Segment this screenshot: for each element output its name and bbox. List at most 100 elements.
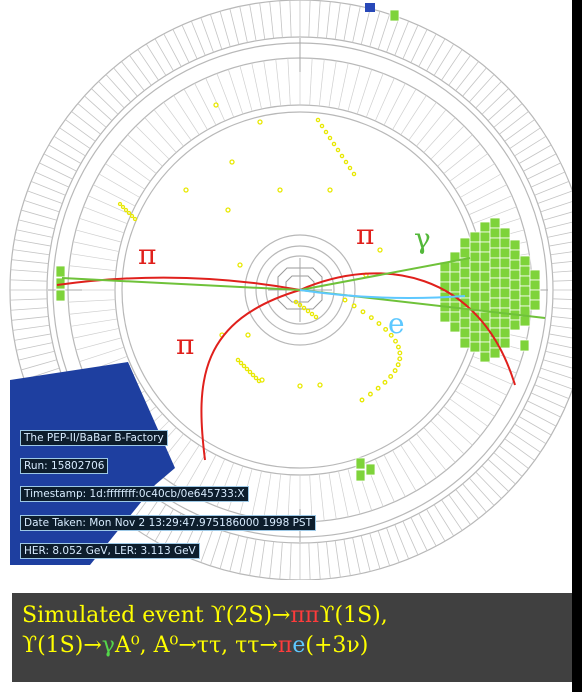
calorimeter-spoke xyxy=(105,163,146,190)
calorimeter-hit xyxy=(479,281,491,293)
calorimeter-hit xyxy=(489,297,501,309)
drift-chamber-hit xyxy=(367,391,373,397)
calorimeter-spoke xyxy=(383,454,406,497)
calorimeter-hit xyxy=(489,277,501,289)
outer-spoke xyxy=(77,103,107,128)
outer-spoke xyxy=(530,392,566,409)
outer-spoke xyxy=(279,542,283,580)
calorimeter-hit xyxy=(519,285,531,297)
calorimeter-hit xyxy=(499,287,511,299)
outer-spoke xyxy=(190,20,206,56)
drift-chamber-inner xyxy=(265,255,335,325)
caption-pi: π xyxy=(277,633,293,658)
calorimeter-spoke xyxy=(163,102,192,141)
calorimeter-hit xyxy=(479,221,491,233)
outer-spoke xyxy=(514,423,547,445)
outer-spoke xyxy=(200,527,214,563)
drift-chamber-hit xyxy=(395,344,401,350)
calorimeter-spoke xyxy=(69,308,117,315)
outer-spoke xyxy=(129,55,152,86)
drift-chamber-hit xyxy=(347,165,353,171)
outer-spoke xyxy=(48,144,82,164)
outer-spoke xyxy=(59,127,91,149)
outer-spoke xyxy=(448,494,471,525)
drift-chamber-hit xyxy=(377,247,383,253)
calorimeter-hit xyxy=(55,289,66,302)
calorimeter-hit xyxy=(499,237,511,249)
drift-chamber-hit xyxy=(368,315,374,321)
outer-spoke xyxy=(121,61,145,91)
calorimeter-hit xyxy=(509,299,521,311)
calorimeter-hit xyxy=(459,337,471,349)
calorimeter-spoke xyxy=(468,364,513,385)
outer-spoke xyxy=(98,81,125,109)
drift-chamber-hit xyxy=(237,262,243,268)
outer-spoke xyxy=(534,180,570,196)
calorimeter-spoke xyxy=(392,450,417,492)
outer-spoke xyxy=(12,249,50,256)
calorimeter-spoke xyxy=(173,95,200,136)
calorimeter-spoke xyxy=(318,473,325,521)
outer-spoke xyxy=(27,190,63,204)
outer-spoke xyxy=(239,6,248,43)
tracks xyxy=(56,257,546,461)
calorimeter-hit xyxy=(479,271,491,283)
calorimeter-hit xyxy=(499,327,511,339)
calorimeter-hit xyxy=(499,247,511,259)
calorimeter-hit xyxy=(479,261,491,273)
calorimeter-hit xyxy=(519,255,531,267)
info-title: The PEP-II/BaBar B-Factory xyxy=(20,430,168,446)
outer-spoke xyxy=(369,11,381,47)
outer-spoke xyxy=(504,438,535,461)
drift-chamber-hit xyxy=(253,375,259,381)
calorimeter-spoke xyxy=(112,153,151,182)
outer-spoke xyxy=(219,11,231,47)
caption-line1-prefix: Simulated event ϒ(2S)→ xyxy=(22,603,291,628)
outer-spoke xyxy=(551,316,582,321)
outer-spoke xyxy=(499,111,529,135)
outer-spoke xyxy=(210,14,223,50)
calorimeter-hit xyxy=(519,339,530,352)
calorimeter-spoke xyxy=(383,83,406,126)
calorimeter-hit xyxy=(449,261,461,273)
calorimeter-hit xyxy=(469,271,481,283)
outer-spoke xyxy=(334,540,341,578)
outer-spoke xyxy=(18,219,55,230)
calorimeter-hit xyxy=(469,331,481,343)
outer-spoke xyxy=(386,17,400,53)
calorimeter-hit xyxy=(529,299,541,311)
calorimeter-spoke xyxy=(183,88,208,130)
calorimeter-spoke xyxy=(239,65,253,112)
calorimeter-spoke xyxy=(392,88,417,130)
calorimeter-spoke xyxy=(251,470,262,518)
calorimeter-hit xyxy=(509,249,521,261)
calorimeter-spoke xyxy=(328,60,337,108)
caption-upsilon: ϒ(1S)→ xyxy=(22,633,102,658)
outer-spoke xyxy=(455,489,479,519)
outer-spoke xyxy=(352,6,361,43)
calorimeter-hit xyxy=(519,265,531,277)
drift-chamber-hit xyxy=(126,210,132,216)
calorimeter-hit xyxy=(499,337,511,349)
drift-chamber-hit xyxy=(327,135,333,141)
calorimeter-hit xyxy=(439,271,451,283)
drift-chamber-hit xyxy=(257,119,263,125)
calorimeter-hit xyxy=(355,457,366,470)
drift-chamber-hit xyxy=(392,368,398,374)
calorimeter-hit xyxy=(489,287,501,299)
outer-spoke xyxy=(551,259,582,264)
calorimeter-spoke xyxy=(144,117,177,153)
calorimeter-hit xyxy=(55,265,66,278)
calorimeter-spoke xyxy=(69,265,117,272)
pion-label-upper-right: π xyxy=(356,218,374,251)
calorimeter-hit xyxy=(489,227,501,239)
drift-chamber-hit xyxy=(213,102,219,108)
drift-chamber-hit xyxy=(388,332,394,338)
outer-spoke xyxy=(259,540,266,578)
outer-spoke xyxy=(21,209,57,221)
track-labels: π π π γ e xyxy=(138,218,431,361)
drift-chamber-hit xyxy=(383,326,389,332)
drift-chamber-hit xyxy=(351,303,357,309)
outer-spoke xyxy=(475,81,502,109)
calorimeter-hit xyxy=(389,9,400,22)
